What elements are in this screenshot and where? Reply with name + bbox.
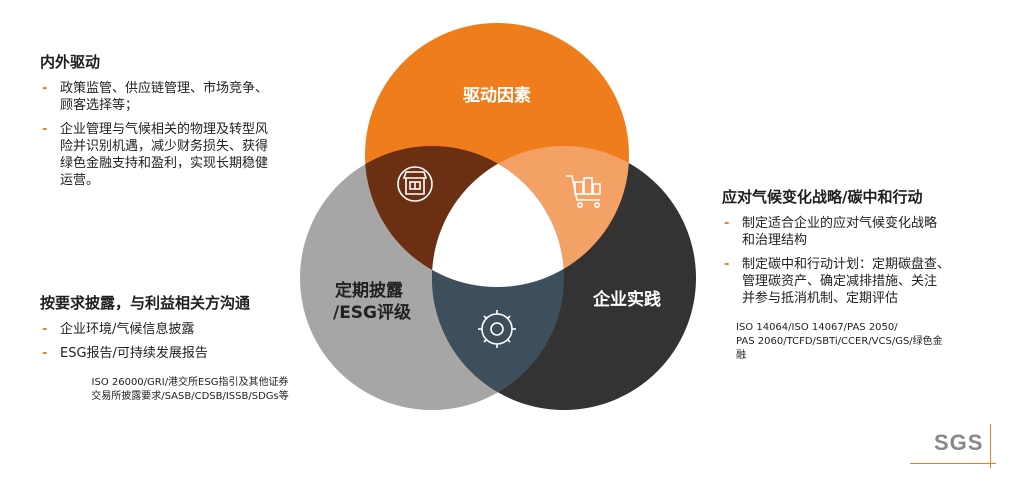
- settings-gear-icon: [478, 310, 516, 348]
- list-item-line: 顾客选择等；: [60, 98, 139, 113]
- practice-panel: 应对气候变化战略/碳中和行动 - 制定适合企业的应对气候变化战略 和治理结构 -…: [722, 187, 1008, 363]
- dash-bullet-icon: -: [724, 216, 730, 231]
- dash-bullet-icon: -: [42, 322, 48, 337]
- circle-right-label: 企业实践: [592, 289, 661, 310]
- circle-left-label: 定期披露 /ESG评级: [333, 280, 411, 323]
- shop-icon: [397, 166, 433, 202]
- overlap-center: [432, 146, 564, 287]
- logo-accent-line: [910, 463, 996, 464]
- circle-left-label-line: 定期披露: [335, 280, 404, 301]
- list-item-line: 并参与抵消机制、定期评估: [742, 291, 899, 306]
- dash-bullet-icon: -: [42, 122, 48, 137]
- list-item-line: 险并识别机遇，减少财务损失、获得: [60, 139, 269, 154]
- list-item: - 政策监管、供应链管理、市场竞争、 顾客选择等；: [40, 80, 340, 114]
- list-item-line: 运营。: [60, 173, 100, 188]
- practice-standards: ISO 14064/ISO 14067/PAS 2050/ PAS 2060/T…: [722, 321, 1008, 363]
- drivers-list: - 政策监管、供应链管理、市场竞争、 顾客选择等； - 企业管理与气候相关的物理…: [40, 80, 340, 189]
- dash-bullet-icon: -: [42, 81, 48, 96]
- list-item-line: 管理碳资产、确定减排措施、关注: [742, 274, 938, 289]
- list-item: - 企业环境/气候信息披露: [40, 321, 340, 338]
- logo-accent-line: [990, 424, 991, 468]
- list-item: - 制定碳中和行动计划：定期碳盘查、 管理碳资产、确定减排措施、关注 并参与抵消…: [722, 256, 1008, 307]
- disclosure-list: - 企业环境/气候信息披露 - ESG报告/可持续发展报告: [40, 321, 340, 362]
- list-item-line: ESG报告/可持续发展报告: [60, 346, 208, 361]
- dash-bullet-icon: -: [42, 346, 48, 361]
- list-item-line: 制定碳中和行动计划：定期碳盘查、: [742, 257, 951, 272]
- shopping-cart-icon: [566, 175, 601, 209]
- standards-line: 交易所披露要求/SASB/CDSB/ISSB/SDGs等: [91, 391, 289, 402]
- list-item: - 制定适合企业的应对气候变化战略 和治理结构: [722, 215, 1008, 249]
- sgs-logo-text: SGS: [934, 430, 984, 455]
- disclosure-standards: ISO 26000/GRI/港交所ESG指引及其他证券 交易所披露要求/SASB…: [40, 376, 340, 404]
- practice-list: - 制定适合企业的应对气候变化战略 和治理结构 - 制定碳中和行动计划：定期碳盘…: [722, 215, 1008, 307]
- standards-line: ISO 26000/GRI/港交所ESG指引及其他证券: [91, 377, 289, 388]
- list-item-line: 和治理结构: [742, 233, 808, 248]
- standards-line: 融: [736, 350, 746, 361]
- list-item-line: 企业环境/气候信息披露: [60, 322, 195, 337]
- list-item-line: 政策监管、供应链管理、市场竞争、: [60, 81, 269, 96]
- circle-left-label-line: /ESG评级: [333, 302, 411, 323]
- list-item: - ESG报告/可持续发展报告: [40, 345, 340, 362]
- list-item: - 企业管理与气候相关的物理及转型风 险并识别机遇，减少财务损失、获得 绿色金融…: [40, 121, 340, 189]
- standards-line: PAS 2060/TCFD/SBTi/CCER/VCS/GS/绿色金: [736, 336, 943, 347]
- standards-line: ISO 14064/ISO 14067/PAS 2050/: [736, 322, 898, 333]
- drivers-heading: 内外驱动: [40, 53, 101, 71]
- list-item-line: 绿色金融支持和盈利，实现长期稳健: [60, 156, 269, 171]
- disclosure-heading: 按要求披露，与利益相关方沟通: [40, 294, 251, 312]
- drivers-panel: 内外驱动 - 政策监管、供应链管理、市场竞争、 顾客选择等； - 企业管理与气候…: [40, 52, 340, 196]
- practice-heading: 应对气候变化战略/碳中和行动: [722, 188, 923, 206]
- list-item-line: 企业管理与气候相关的物理及转型风: [60, 122, 269, 137]
- list-item-line: 制定适合企业的应对气候变化战略: [742, 216, 938, 231]
- sgs-logo: SGS: [910, 424, 996, 468]
- circle-top-label: 驱动因素: [463, 86, 531, 106]
- dash-bullet-icon: -: [724, 257, 730, 272]
- disclosure-panel: 按要求披露，与利益相关方沟通 - 企业环境/气候信息披露 - ESG报告/可持续…: [40, 293, 340, 404]
